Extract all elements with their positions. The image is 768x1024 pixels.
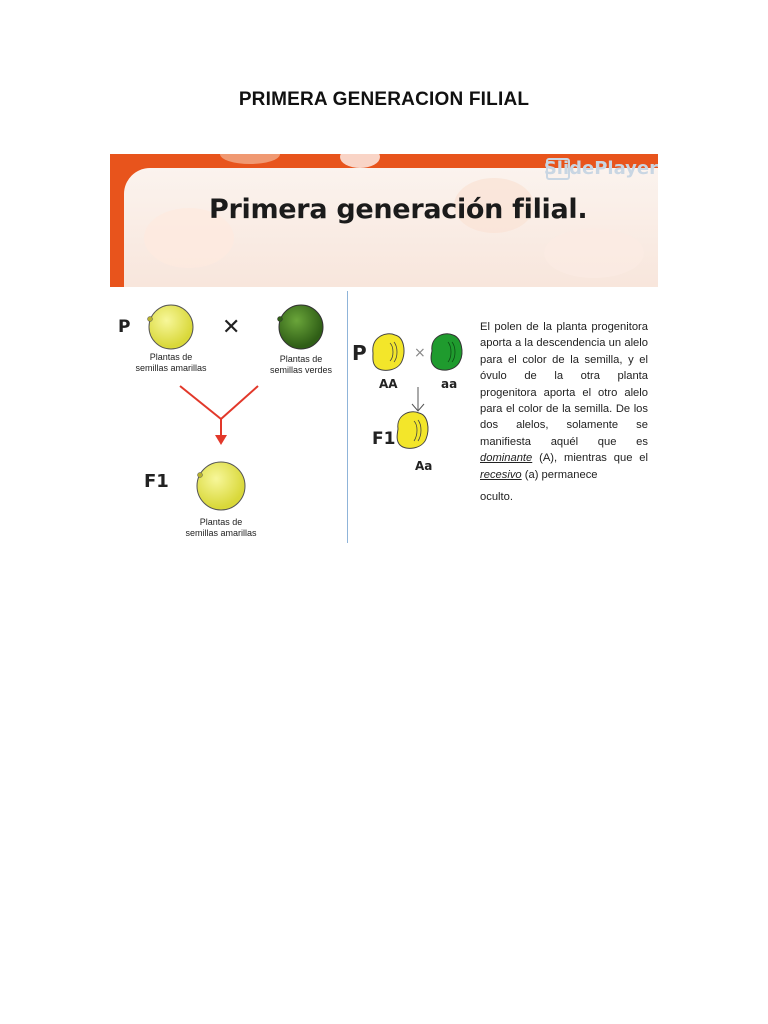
decorative-leaf — [454, 178, 534, 233]
arrow-head-icon — [215, 435, 227, 445]
seed-hilum-icon — [147, 316, 153, 322]
green-pea-aa-icon — [430, 333, 463, 371]
recessive-term: recesivo — [480, 468, 522, 481]
watermark-text: SlidePlayer — [543, 158, 658, 179]
genotype-aa-label: aa — [441, 377, 458, 391]
caption-line: Plantas de — [279, 354, 323, 364]
explanation-text: (A), mientras que el — [532, 452, 648, 465]
left-cross-diagram — [147, 304, 324, 511]
thin-cross-symbol-icon: × — [414, 345, 426, 361]
banner-card — [124, 168, 658, 287]
banner-title: Primera generación filial. — [209, 194, 588, 225]
caption-line: semillas amarillas — [185, 528, 257, 538]
green-seed-icon — [278, 304, 324, 350]
explanation-text-end: oculto. — [480, 491, 513, 504]
decorative-flower — [340, 154, 380, 168]
decorative-leaf — [220, 154, 280, 164]
caption-line: Plantas de — [149, 352, 193, 362]
seed-hilum-icon — [277, 316, 283, 322]
explanation-text: (a) permanece — [521, 468, 598, 481]
content-panel: P ✕ Plantas de semillas amarillas — [110, 289, 658, 545]
right-f1-label: F1 — [372, 429, 396, 449]
right-genotype-diagram — [372, 333, 463, 449]
yellow-seed-icon — [148, 304, 194, 350]
decorative-leaf — [544, 228, 644, 278]
document-title: PRIMERA GENERACION FILIAL — [238, 89, 530, 110]
red-merge-arrow-icon — [179, 385, 259, 437]
cross-symbol-icon: ✕ — [222, 315, 241, 340]
explanation-paragraph: El polen de la planta progenitora aporta… — [480, 319, 648, 505]
caption-offspring: Plantas de semillas amarillas — [166, 517, 276, 539]
caption-line: semillas amarillas — [135, 363, 207, 373]
left-f1-label: F1 — [144, 471, 169, 492]
right-p-label: P — [352, 341, 367, 365]
slideplayer-logo-icon — [546, 158, 570, 180]
yellow-pea-offspring-icon — [396, 411, 429, 449]
seed-hilum-icon — [197, 472, 203, 478]
explanation-text: El polen de la planta progenitora aporta… — [480, 321, 648, 448]
caption-yellow-parent: Plantas de semillas amarillas — [116, 352, 226, 374]
dominant-term: dominante — [480, 452, 533, 465]
caption-green-parent: Plantas de semillas verdes — [246, 354, 356, 376]
decorative-leaf — [144, 208, 234, 268]
yellow-pea-aa-icon — [372, 333, 405, 371]
caption-line: Plantas de — [199, 517, 243, 527]
genotype-Aa-label: Aa — [415, 459, 433, 473]
left-p-label: P — [118, 317, 131, 337]
thin-down-arrow-icon — [411, 387, 425, 412]
genotype-AA-label: AA — [379, 377, 398, 391]
slide-banner: SlidePlayer Primera generación filial. — [110, 154, 658, 287]
yellow-offspring-seed-icon — [196, 461, 246, 511]
caption-line: semillas verdes — [269, 365, 333, 375]
vertical-divider — [347, 291, 348, 543]
